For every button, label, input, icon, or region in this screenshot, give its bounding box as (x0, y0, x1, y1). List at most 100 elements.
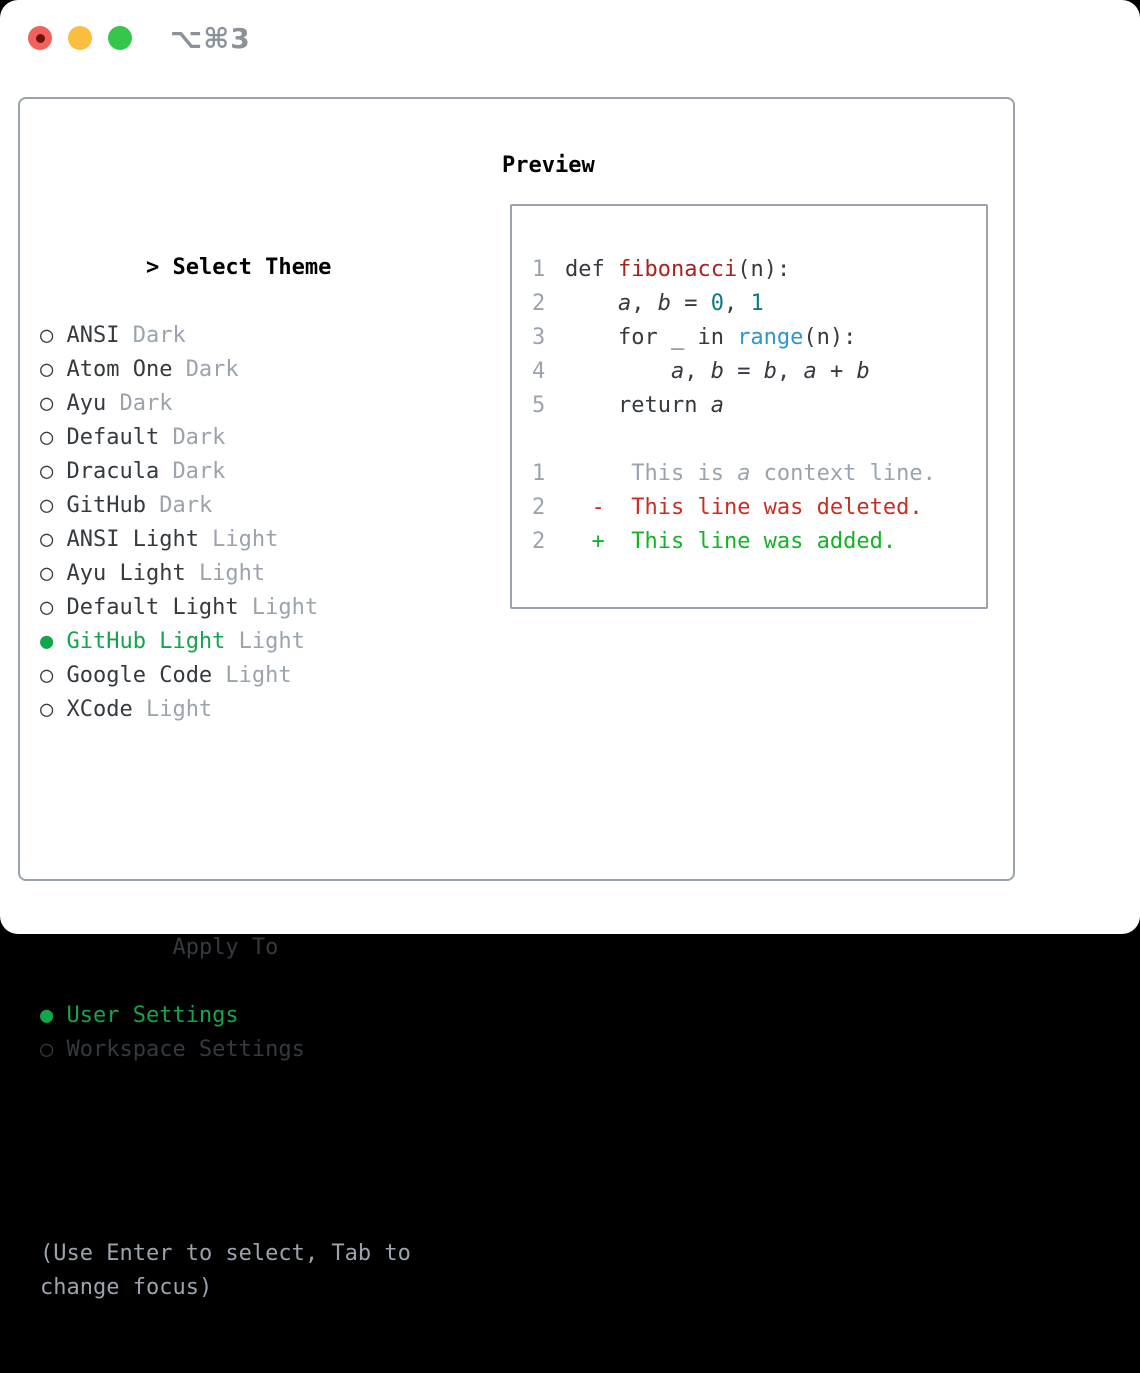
theme-item[interactable]: ●GitHub Light Light (40, 625, 411, 659)
code-token: def (565, 257, 618, 282)
theme-name: ANSI (66, 323, 119, 348)
code-token: + This line was added. (592, 529, 897, 554)
minimize-button[interactable] (68, 26, 92, 50)
code-token (565, 359, 671, 384)
apply-to-title: Apply To (172, 935, 278, 960)
code-token: b (658, 291, 671, 316)
radio-selected-icon: ● (40, 625, 66, 659)
apply-option-name: Workspace Settings (66, 1037, 304, 1062)
line-number: 2 (532, 491, 565, 525)
code-token: return (565, 393, 711, 418)
code-line: 2 - This line was deleted. (532, 491, 986, 525)
code-token: a (737, 461, 750, 486)
cursor-icon: > (146, 251, 172, 285)
theme-variant-tag: Dark (172, 425, 225, 450)
theme-item[interactable]: ○GitHub Dark (40, 489, 411, 523)
hint-line: (Use Enter to select, Tab to (40, 1237, 411, 1271)
apply-to-header: Apply To (40, 897, 411, 931)
code-token (565, 529, 592, 554)
code-token: b (711, 359, 724, 384)
code-token: a (711, 393, 724, 418)
theme-variant-tag: Light (225, 663, 291, 688)
theme-variant-tag: Light (252, 595, 318, 620)
code-token: range (737, 325, 803, 350)
theme-name: Atom One (66, 357, 172, 382)
radio-selected-icon: ● (40, 999, 66, 1033)
radio-icon: ○ (40, 659, 66, 693)
apply-option[interactable]: ●User Settings (40, 999, 411, 1033)
code-token (565, 291, 618, 316)
theme-variant-tag: Light (199, 561, 265, 586)
theme-variant-tag: Dark (119, 391, 172, 416)
theme-name: XCode (66, 697, 132, 722)
theme-variant-tag: Light (146, 697, 212, 722)
code-line (532, 423, 986, 457)
apply-option-name: User Settings (66, 1003, 238, 1028)
line-number: 1 (532, 457, 565, 491)
apply-option[interactable]: ○Workspace Settings (40, 1033, 411, 1067)
radio-icon: ○ (40, 421, 66, 455)
theme-variant-tag: Dark (159, 493, 212, 518)
theme-item[interactable]: ○XCode Light (40, 693, 411, 727)
radio-icon: ○ (40, 489, 66, 523)
code-token: (n): (737, 257, 790, 282)
zoom-button[interactable] (108, 26, 132, 50)
code-token: 1 (750, 291, 763, 316)
window-titlebar: ⌥⌘3 (28, 25, 251, 51)
radio-icon: ○ (40, 693, 66, 727)
theme-variant-tag: Light (212, 527, 278, 552)
spacer (40, 795, 411, 829)
theme-item[interactable]: ○Ayu Light Light (40, 557, 411, 591)
theme-name: Ayu Light (66, 561, 185, 586)
line-number: 4 (532, 355, 565, 389)
code-token: = (671, 291, 711, 316)
theme-variant-tag: Light (239, 629, 305, 654)
code-token: a (618, 291, 631, 316)
code-line: 5 return a (532, 389, 986, 423)
theme-variant-tag: Dark (133, 323, 186, 348)
code-token: (n): (803, 325, 856, 350)
code-token: a (671, 359, 684, 384)
code-token: - This line was deleted. (592, 495, 923, 520)
code-token: context line. (750, 461, 935, 486)
theme-name: Dracula (66, 459, 159, 484)
hint-line: change focus) (40, 1271, 411, 1305)
apply-to-list: ●User Settings○Workspace Settings (40, 999, 411, 1067)
radio-icon: ○ (40, 1033, 66, 1067)
preview-title: Preview (502, 149, 595, 183)
code-line: 4 a, b = b, a + b (532, 355, 986, 389)
code-token: fibonacci (618, 257, 737, 282)
code-token: , (777, 359, 804, 384)
spacer (40, 1135, 411, 1169)
code-token: + (817, 359, 857, 384)
window-title: ⌥⌘3 (170, 22, 251, 55)
theme-variant-tag: Dark (172, 459, 225, 484)
radio-icon: ○ (40, 557, 66, 591)
code-token: a (803, 359, 816, 384)
theme-name: GitHub (66, 493, 145, 518)
code-token: b (856, 359, 869, 384)
line-number: 1 (532, 253, 565, 287)
code-token: = (724, 359, 764, 384)
radio-icon: ○ (40, 387, 66, 421)
code-token: , (631, 291, 658, 316)
select-theme-title: Select Theme (172, 255, 331, 280)
close-button[interactable] (28, 26, 52, 50)
code-token: This is (565, 461, 737, 486)
radio-icon: ○ (40, 523, 66, 557)
code-token: for _ in (565, 325, 737, 350)
theme-name: GitHub Light (66, 629, 225, 654)
code-token: b (764, 359, 777, 384)
